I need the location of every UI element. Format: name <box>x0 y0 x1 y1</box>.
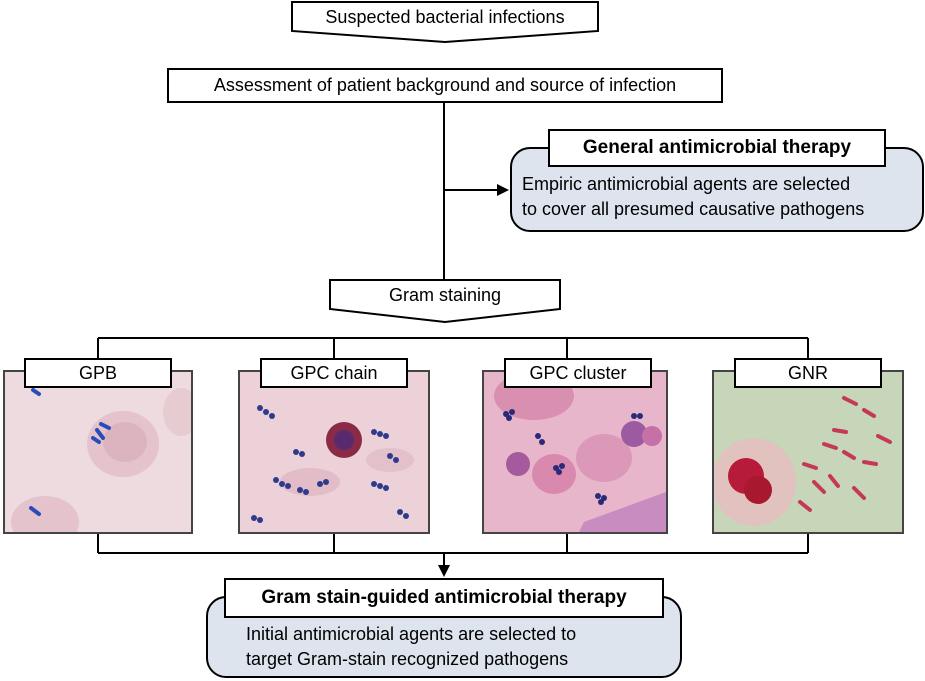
guided-therapy-title: Gram stain-guided antimicrobial therapy <box>224 578 664 618</box>
micrograph-gpb <box>3 370 193 534</box>
general-therapy-line-1: Empiric antimicrobial agents are selecte… <box>522 174 851 194</box>
micrograph-label-gnr: GNR <box>734 358 882 388</box>
start-label: Suspected bacterial infections <box>325 6 565 27</box>
guided-therapy-line-2: target Gram-stain recognized pathogens <box>246 649 569 669</box>
start-pentagon <box>291 1 599 43</box>
micrograph-gnr <box>712 370 904 534</box>
assessment-box: Assessment of patient background and sou… <box>167 68 723 103</box>
general-therapy-title: General antimicrobial therapy <box>548 129 886 167</box>
micrograph-gpc-cluster <box>482 370 668 534</box>
gram-staining-pentagon <box>329 279 561 323</box>
arrow-to-general-therapy <box>497 184 509 196</box>
arrow-to-guided-therapy <box>438 565 450 577</box>
guided-therapy-line-1: Initial antimicrobial agents are selecte… <box>246 624 577 644</box>
gram-staining-label: Gram staining <box>388 284 502 305</box>
micrograph-label-gpc-chain: GPC chain <box>260 358 408 388</box>
general-therapy-text: Empiric antimicrobial agents are selecte… <box>522 172 922 222</box>
micrograph-label-gpb: GPB <box>24 358 172 388</box>
general-therapy-line-2: to cover all presumed causative pathogen… <box>522 199 865 219</box>
guided-therapy-text: Initial antimicrobial agents are selecte… <box>246 622 676 672</box>
micrograph-gpc-chain <box>238 370 430 534</box>
micrograph-label-gpc-cluster: GPC cluster <box>504 358 652 388</box>
